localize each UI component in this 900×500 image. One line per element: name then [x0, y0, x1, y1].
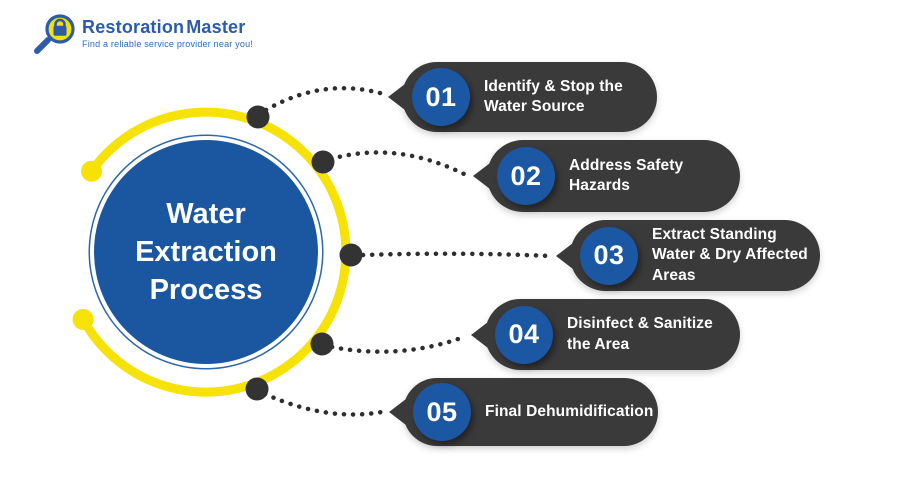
step-number-badge: 02 — [497, 147, 555, 205]
step-label: Final Dehumidification — [485, 402, 654, 420]
step-pill-4: 04 Disinfect & Sanitize the Area — [471, 299, 740, 370]
center-title-line1: Water — [166, 198, 246, 230]
brand-part1: Restoration — [82, 17, 185, 37]
center-title-line3: Process — [149, 274, 263, 306]
pill-notch — [388, 84, 405, 110]
step-number-badge: 04 — [495, 305, 553, 364]
magnifier-house-icon — [34, 14, 75, 54]
arc-endcap-bottom — [72, 308, 94, 330]
pill-notch — [389, 399, 406, 425]
step-pill-3: 03 Extract Standing Water & Dry Affected… — [556, 220, 820, 291]
step-label: Disinfect & Sanitize the Area — [567, 315, 713, 353]
step-number-badge: 03 — [580, 226, 638, 285]
anchor-dot-5 — [245, 377, 269, 401]
step-label: Address Safety Hazards — [569, 156, 684, 194]
anchor-dot-3 — [339, 243, 363, 267]
anchor-dot-2 — [311, 150, 335, 174]
anchor-dot-1 — [246, 105, 270, 129]
step-pill-5: 05 Final Dehumidification — [389, 378, 658, 446]
brand-part2: Master — [186, 17, 246, 37]
pill-notch — [473, 163, 490, 189]
dotted-line-4 — [329, 334, 467, 354]
step-number-badge: 01 — [412, 68, 470, 126]
dotted-line-2 — [328, 150, 471, 179]
step-label: Extract Standing Water & Dry Affected Ar… — [652, 225, 808, 284]
dotted-line-3 — [360, 251, 554, 259]
arc-endcap-top — [81, 160, 103, 182]
dotted-line-1 — [263, 85, 390, 113]
step-pill-2: 02 Address Safety Hazards — [473, 140, 740, 212]
step-label: Identify & Stop the Water Source — [484, 77, 623, 115]
step-number-badge: 05 — [413, 383, 471, 441]
anchor-dot-4 — [310, 332, 334, 356]
center-title-line2: Extraction — [135, 236, 277, 268]
pill-notch — [471, 321, 488, 348]
pill-notch — [556, 242, 573, 269]
logo-tagline: Find a reliable service provider near yo… — [82, 39, 253, 49]
center-title-circle: Water Extraction Process — [94, 140, 318, 364]
dotted-line-5 — [262, 391, 390, 417]
step-pill-1: 01 Identify & Stop the Water Source — [388, 62, 657, 132]
